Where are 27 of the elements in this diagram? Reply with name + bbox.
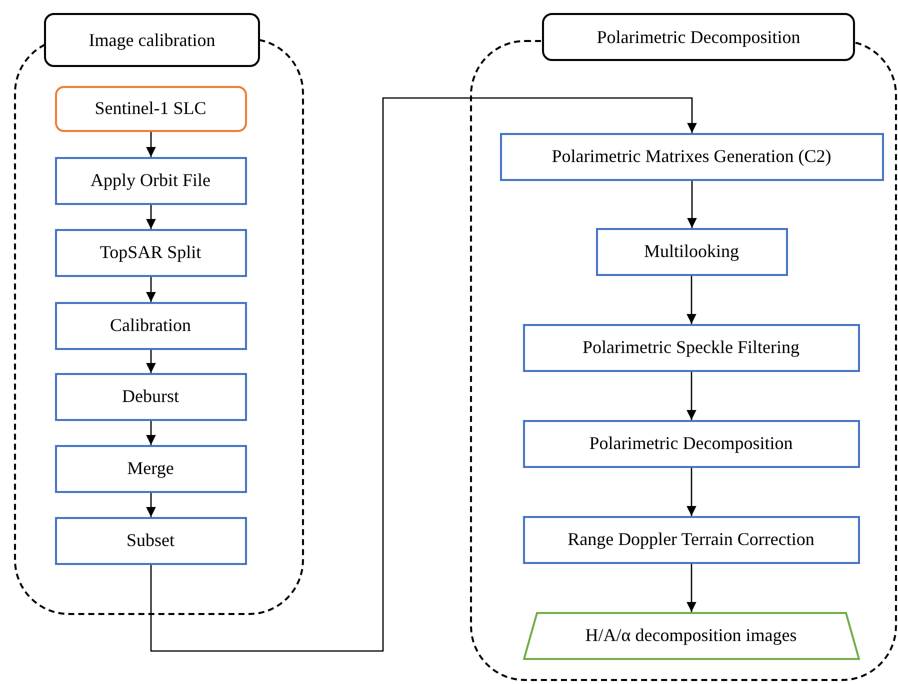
arrow (150, 97, 697, 652)
process-box: Polarimetric Decomposition (522, 420, 860, 468)
process-box: Merge (54, 444, 246, 492)
arrow (686, 468, 696, 516)
arrow (146, 205, 156, 229)
process-box: Calibration (54, 302, 246, 350)
arrow (146, 277, 156, 302)
process-box: Range Doppler Terrain Correction (522, 516, 860, 564)
process-box: Apply Orbit File (54, 156, 246, 204)
arrow (686, 372, 696, 420)
process-box: Deburst (54, 372, 246, 420)
arrow (146, 493, 156, 517)
source-box: Sentinel-1 SLC (54, 86, 246, 132)
arrow (146, 132, 156, 157)
arrow (686, 276, 696, 324)
arrow (146, 350, 156, 373)
process-box: Multilooking (596, 228, 788, 276)
group-heading: Image calibration (44, 13, 260, 67)
arrow (146, 421, 156, 445)
arrow (687, 181, 697, 228)
output-trapezoid: H/A/α decomposition images (522, 612, 860, 660)
process-box: TopSAR Split (54, 228, 246, 276)
process-box: Polarimetric Speckle Filtering (522, 324, 860, 372)
arrow (686, 564, 696, 612)
process-box: Subset (54, 516, 246, 564)
group-heading: Polarimetric Decomposition (542, 13, 855, 61)
process-box: Polarimetric Matrixes Generation (C2) (500, 132, 884, 180)
